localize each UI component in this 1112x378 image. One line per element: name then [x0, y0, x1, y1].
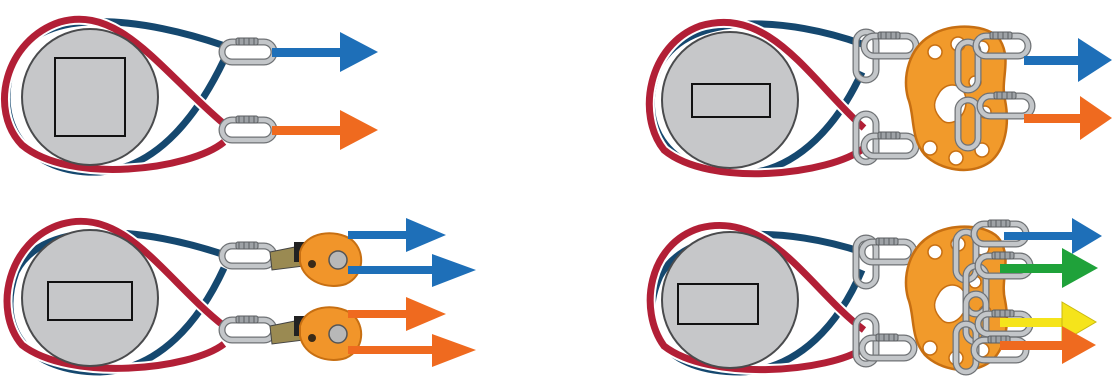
- anchor-box: [677, 283, 759, 325]
- carabiner-icon: [864, 132, 916, 156]
- red-sling: [646, 222, 867, 374]
- arrow-icon: [1000, 248, 1098, 288]
- carabiner-icon: [862, 238, 914, 262]
- anchor-box: [54, 57, 126, 137]
- carabiner-icon: [222, 116, 274, 140]
- arrow-icon: [272, 110, 378, 150]
- arrow-icon: [348, 297, 446, 331]
- anchor-box: [691, 83, 771, 118]
- pulley-icon: [269, 306, 362, 361]
- arrow-icon: [272, 32, 378, 72]
- arrow-icon: [1000, 326, 1096, 364]
- panel-bottom-left: [1, 215, 476, 378]
- carabiner-icon: [222, 38, 274, 62]
- anchor-circle-icon: [661, 31, 799, 169]
- arrow-icon: [1004, 218, 1102, 254]
- red-sling: [645, 18, 867, 178]
- panel-top-left: [0, 13, 378, 178]
- anchor-box: [47, 281, 133, 321]
- anchor-circle-icon: [21, 28, 159, 166]
- red-sling: [3, 217, 227, 372]
- carabiner-icon: [222, 316, 274, 340]
- arrow-icon: [348, 334, 476, 367]
- panel-top-right: [643, 16, 1112, 180]
- arrow-icon: [1024, 38, 1112, 82]
- carabiner-icon: [862, 334, 914, 358]
- carabiner-icon: [864, 32, 916, 56]
- anchor-circle-icon: [21, 229, 159, 367]
- arrow-icon: [348, 254, 476, 287]
- panel-bottom-right: [644, 218, 1102, 378]
- anchor-circle-icon: [661, 231, 799, 369]
- pulley-icon: [269, 232, 362, 287]
- arrow-icon: [1024, 96, 1112, 140]
- carabiner-icon: [222, 242, 274, 266]
- arrow-icon: [348, 218, 446, 252]
